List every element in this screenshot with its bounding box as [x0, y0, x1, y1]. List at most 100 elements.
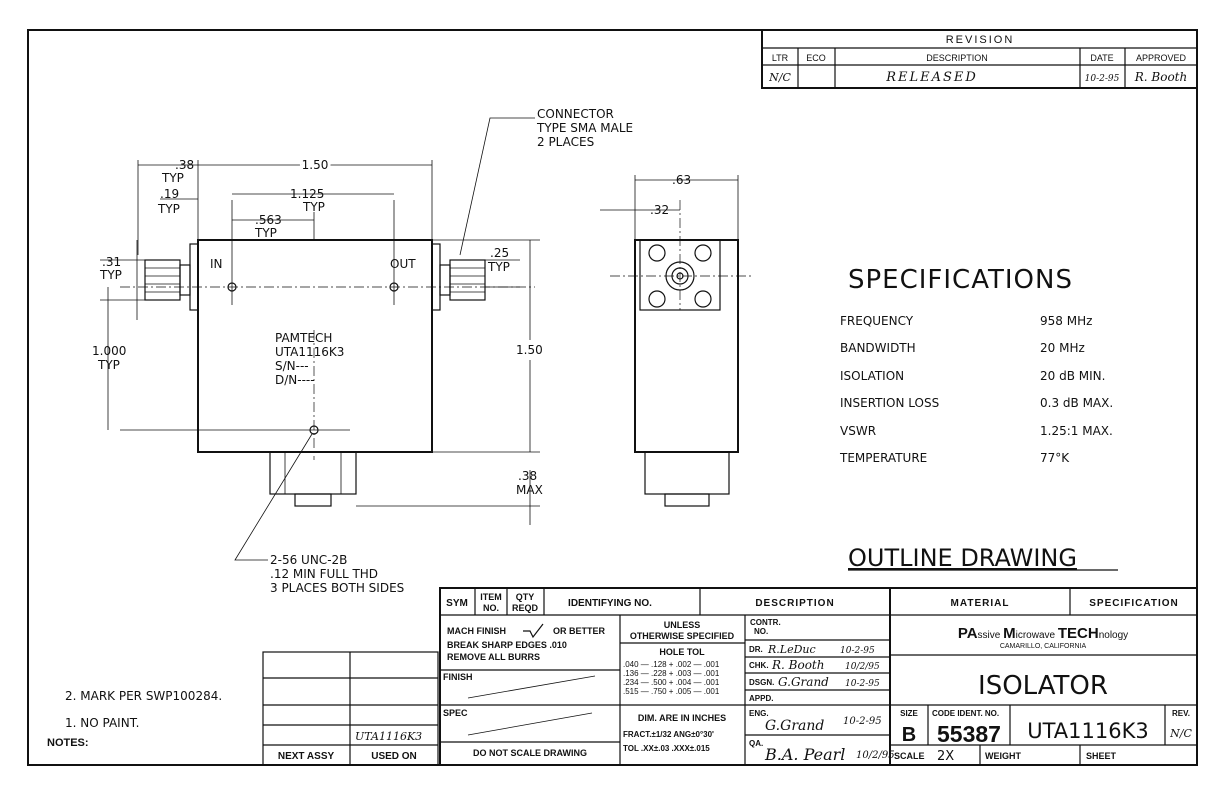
title-block: MATERIAL SPECIFICATION PAssive Microwave… [890, 588, 1197, 765]
dim-038-typ: TYP [161, 171, 184, 185]
header-identifying-no: IDENTIFYING NO. [568, 598, 652, 609]
break-edges-note: BREAK SHARP EDGES .010 [447, 640, 567, 650]
bottom-connector [269, 451, 357, 507]
eng-date: 10-2-95 [843, 716, 882, 727]
hole-tol-row-1: .040 — .128 + .002 — .001 [623, 660, 720, 669]
dim-025-typ: TYP [487, 260, 510, 274]
finish-label: FINISH [443, 672, 473, 682]
specification-label: SPECIFICATION [1089, 598, 1178, 609]
spec-label-temperature: TEMPERATURE [839, 451, 927, 465]
spec-value-insertion-loss: 0.3 dB MAX. [1040, 396, 1113, 410]
thread-note-2: .12 MIN FULL THD [270, 567, 378, 581]
dim-1000: 1.000 [92, 344, 126, 358]
side-view: .63 .32 [600, 173, 752, 507]
out-port-label: OUT [390, 257, 416, 271]
application-block: UTA1116K3 NEXT ASSY USED ON [262, 651, 439, 766]
tol-otherwise: OTHERWISE SPECIFIED [630, 631, 735, 641]
dim-032: .32 [650, 203, 669, 217]
dim-038-max-label: MAX [516, 483, 543, 497]
drawing-number: UTA1116K3 [1027, 719, 1149, 743]
spec-label-insertion-loss: INSERTION LOSS [840, 396, 939, 410]
chk-date: 10/2/95 [845, 662, 880, 672]
rev-header-ltr: LTR [772, 53, 789, 63]
hole-tol-label: HOLE TOL [659, 647, 705, 657]
spec-value-bandwidth: 20 MHz [1040, 341, 1085, 355]
qa-signature: B.A. Pearl [764, 745, 845, 764]
thread-note-1: 2-56 UNC-2B [270, 553, 347, 567]
note-1: 1. NO PAINT. [65, 716, 139, 730]
dim-031-typ: TYP [99, 268, 122, 282]
revision-block: REVISION LTR ECO DESCRIPTION DATE APPROV… [761, 29, 1198, 89]
dim-1000-typ: TYP [97, 358, 120, 372]
header-item-no: NO. [483, 603, 499, 613]
size-value: B [902, 724, 916, 746]
header-sym: SYM [446, 598, 468, 609]
mach-finish-label: MACH FINISH [447, 626, 506, 636]
material-label: MATERIAL [951, 598, 1010, 609]
header-qty-reqd: REQD [512, 603, 539, 613]
rev-date: 10-2-95 [1085, 74, 1120, 84]
thread-note-3: 3 PLACES BOTH SIDES [270, 581, 404, 595]
spec-label-isolation: ISOLATION [840, 369, 904, 383]
contr-label: CONTR. [750, 618, 781, 627]
rev-approved: R. Booth [1134, 70, 1187, 84]
fract-tol: FRACT.±1/32 ANG±0°30' [623, 730, 714, 739]
dim-0563: .563 [255, 213, 282, 227]
dim-019-typ: TYP [157, 202, 180, 216]
dim-063: .63 [672, 173, 691, 187]
used-on-label: USED ON [371, 751, 417, 762]
size-label: SIZE [900, 709, 918, 718]
tol-unless: UNLESS [664, 620, 701, 630]
marking-line-3: S/N--- [275, 359, 309, 373]
code-ident-value: 55387 [937, 721, 1001, 747]
dim-019: .19 [160, 187, 179, 201]
dim-1125: 1.125 [290, 187, 324, 201]
spec-label: SPEC [443, 708, 468, 718]
drawing-title: ISOLATOR [978, 671, 1108, 701]
appd-label: APPD. [749, 694, 773, 703]
in-port-label: IN [210, 257, 223, 271]
dim-0563-typ: TYP [254, 226, 277, 240]
dsgn-label: DSGN. [749, 678, 774, 687]
dim-height-150: 1.50 [516, 343, 543, 357]
specifications-title: SPECIFICATIONS [848, 265, 1073, 295]
scale-label: SCALE [894, 751, 925, 761]
dr-label: DR. [749, 645, 763, 654]
rev-ltr: N/C [768, 71, 791, 84]
dim-031: .31 [102, 255, 121, 269]
sma-connector-left [144, 259, 191, 301]
remove-burrs-note: REMOVE ALL BURRS [447, 652, 540, 662]
rev-description: RELEASED [885, 70, 978, 85]
spec-label-bandwidth: BANDWIDTH [840, 341, 916, 355]
rev-header-description: DESCRIPTION [926, 53, 988, 63]
parts-list-block: SYM ITEM NO. QTY REQD IDENTIFYING NO. DE… [439, 587, 1198, 766]
code-ident-label: CODE IDENT. NO. [932, 709, 999, 718]
rev-header-date: DATE [1090, 53, 1113, 63]
next-assy-label: NEXT ASSY [278, 751, 335, 762]
finish-check-icon [523, 623, 544, 639]
dim-1125-typ: TYP [302, 200, 325, 214]
dim-width-150: 1.50 [302, 158, 329, 172]
sma-connector-right [439, 259, 486, 301]
spec-value-isolation: 20 dB MIN. [1040, 369, 1105, 383]
do-not-scale-note: DO NOT SCALE DRAWING [473, 748, 587, 758]
eng-label: ENG. [749, 709, 769, 718]
dim-038: .38 [175, 158, 194, 172]
notes-label: NOTES: [47, 737, 89, 749]
revision-title: REVISION [946, 34, 1015, 46]
header-description: DESCRIPTION [755, 598, 834, 609]
weight-label: WEIGHT [985, 751, 1021, 761]
front-view: IN OUT PAMTECH UTA1116K3 S/N--- D/N---- … [92, 107, 633, 595]
hole-tol-row-2: .136 — .228 + .003 — .001 [623, 669, 720, 678]
notes: 2. MARK PER SWP100284. 1. NO PAINT. NOTE… [47, 689, 222, 749]
marking-line-4: D/N---- [275, 373, 315, 387]
hole-tol-row-4: .515 — .750 + .005 — .001 [623, 687, 720, 696]
sheet-label: SHEET [1086, 751, 1117, 761]
outline-drawing-title: OUTLINE DRAWING [848, 544, 1077, 572]
dr-signature: R.LeDuc [767, 643, 816, 656]
header-qty: QTY [516, 592, 535, 602]
marking-line-1: PAMTECH [275, 331, 332, 345]
decimal-tol: TOL .XX±.03 .XXX±.015 [623, 744, 710, 753]
connector-note-1: CONNECTOR [537, 107, 614, 121]
